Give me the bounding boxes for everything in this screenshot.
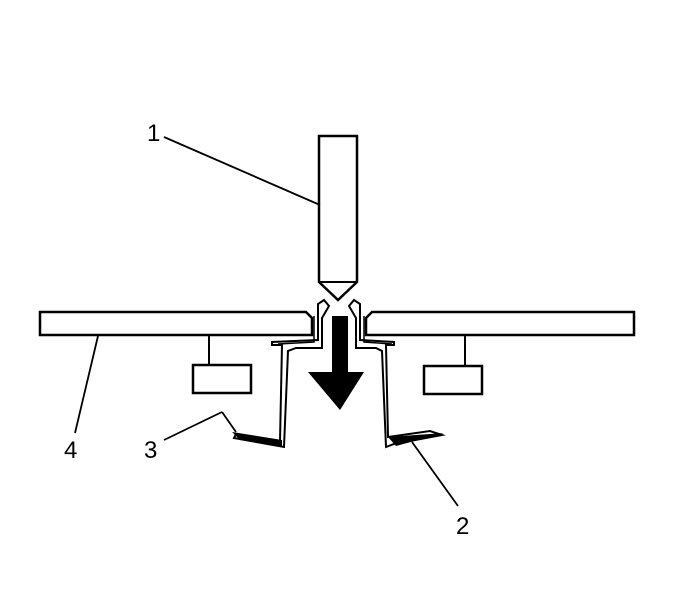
leader-2 <box>411 441 459 507</box>
rivet-left-inner <box>277 316 315 345</box>
callout-1: 1 <box>147 120 160 147</box>
punch-tool <box>317 134 359 302</box>
direction-arrow <box>308 316 364 410</box>
leader-3-ext <box>221 411 237 433</box>
callout-4: 4 <box>64 437 77 464</box>
rivet-right-inner <box>363 316 393 345</box>
leader-1 <box>163 136 321 206</box>
panel-right <box>364 310 636 337</box>
rivet-right-tip <box>388 433 444 446</box>
left-block <box>191 363 253 395</box>
leader-4 <box>74 335 99 434</box>
callout-2: 2 <box>456 513 469 540</box>
leader-3 <box>163 411 223 441</box>
panel-left <box>38 310 314 337</box>
right-block <box>422 364 484 396</box>
rivet-left-half <box>232 298 331 449</box>
rivet-left-tip <box>232 432 282 447</box>
rivet-right-half <box>347 298 446 449</box>
callout-3: 3 <box>144 437 157 464</box>
